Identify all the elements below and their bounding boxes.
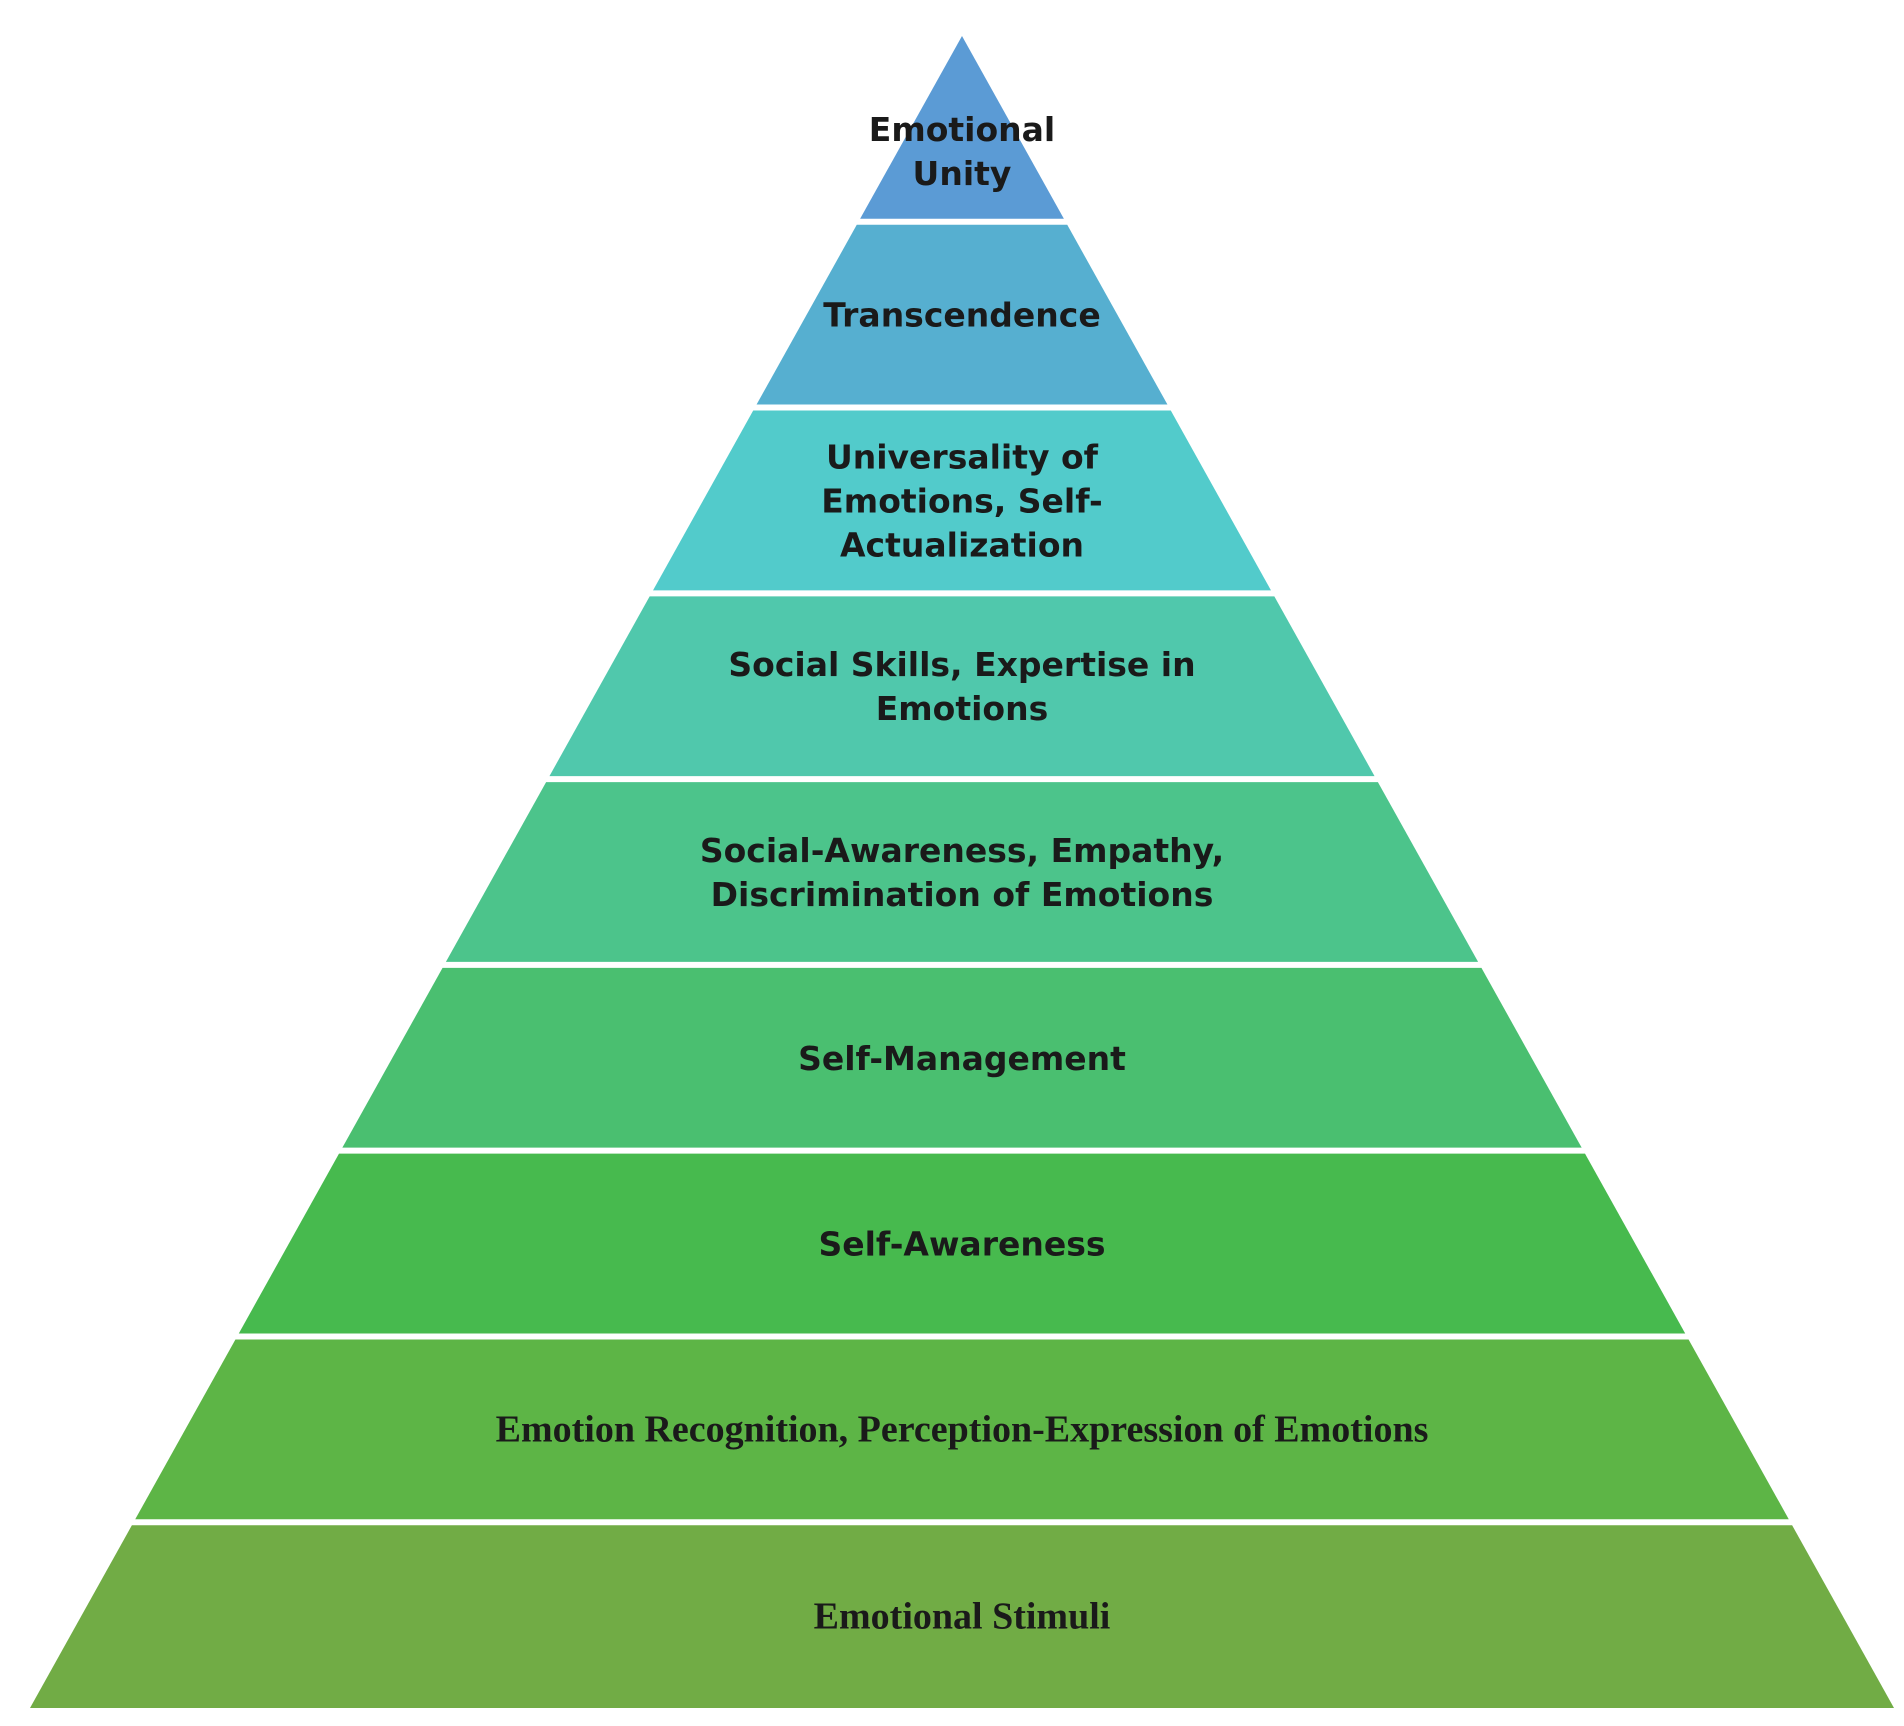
pyramid-tier-7 <box>238 1153 1686 1334</box>
pyramid-tier-9 <box>30 1525 1894 1708</box>
pyramid-tier-8-label-line: Emotion Recognition, Perception-Expressi… <box>496 1408 1429 1450</box>
pyramid-tiers <box>30 36 1894 1708</box>
pyramid-tier-2 <box>756 224 1168 405</box>
pyramid-tier-6-label: Self-Management <box>798 1039 1126 1078</box>
pyramid-tier-1-label-line: Emotional <box>869 110 1055 149</box>
pyramid-tier-4-label-line: Social Skills, Expertise in <box>728 645 1195 684</box>
pyramid-tier-3-label: Universality of Emotions, Self- Actualizat… <box>821 437 1102 564</box>
pyramid-tier-5 <box>445 782 1479 962</box>
pyramid-tier-8-label: Emotion Recognition, Perception-Expressi… <box>496 1408 1429 1450</box>
pyramid-tier-5-label-line: Social-Awareness, Empathy, <box>700 831 1224 870</box>
pyramid-tier-1 <box>860 36 1064 219</box>
pyramid-tier-4 <box>549 596 1375 777</box>
pyramid-tier-5-label-line: Discrimination of Emotions <box>711 875 1214 914</box>
pyramid-tier-3-label-line: Actualization <box>840 525 1084 564</box>
pyramid-tier-5-label: Social-Awareness, Empathy, Discrimination… <box>700 831 1224 914</box>
pyramid-tier-9-label: Emotional Stimuli <box>814 1596 1111 1638</box>
pyramid-tier-7-label-line: Self-Awareness <box>818 1225 1105 1264</box>
pyramid-tier-6 <box>342 967 1582 1148</box>
pyramid-tier-3 <box>653 410 1271 591</box>
pyramid-tier-4-label: Social Skills, Expertise in Emotions <box>728 645 1195 728</box>
pyramid-tier-3-label-line: Emotions, Self- <box>821 481 1102 520</box>
pyramid-tier-9-label-line: Emotional Stimuli <box>814 1596 1111 1638</box>
pyramid-tier-6-label-line: Self-Management <box>798 1039 1126 1078</box>
pyramid-tier-2-label: Transcendence <box>823 296 1100 335</box>
pyramid-tier-3-label-line: Universality of <box>826 437 1099 476</box>
pyramid-tier-4-label-line: Emotions <box>876 689 1049 728</box>
pyramid-tier-1-label-line: Unity <box>913 154 1012 193</box>
pyramid-tier-7-label: Self-Awareness <box>818 1225 1105 1264</box>
pyramid-tier-2-label-line: Transcendence <box>823 296 1100 335</box>
pyramid-tier-8 <box>135 1339 1789 1520</box>
